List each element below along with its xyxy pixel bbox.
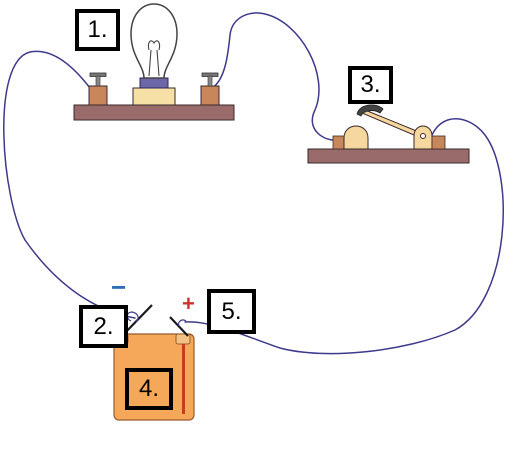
- switch-pivot-pin: [420, 133, 426, 139]
- battery-body: [113, 333, 195, 421]
- bulb-base-board: [73, 104, 235, 121]
- label-positive-terminal: 5.: [207, 289, 256, 334]
- bulb-left-terminal: [88, 72, 108, 106]
- bulb-cap: [139, 77, 169, 89]
- label-bulb: 1.: [75, 9, 120, 51]
- positive-sign: +: [182, 291, 195, 316]
- battery-side-stripe: [182, 344, 185, 414]
- switch-knob-icon: [356, 104, 384, 117]
- switch-assembly: [307, 104, 470, 164]
- light-bulb-icon: [130, 3, 178, 79]
- wire-bulb-to-battery: [3, 50, 136, 319]
- wire-bulb-to-switch: [211, 12, 339, 141]
- bulb-assembly: [73, 3, 235, 121]
- switch-right-terminal: [431, 135, 446, 150]
- bulb-filament: [147, 40, 161, 77]
- positive-terminal-lead: [169, 316, 189, 337]
- battery-assembly: [113, 304, 195, 421]
- bulb-socket: [132, 87, 176, 106]
- bulb-right-terminal: [200, 72, 220, 106]
- label-battery: 4.: [125, 368, 173, 410]
- switch-contact: [343, 125, 369, 150]
- negative-sign: −: [111, 272, 127, 302]
- wire-switch-to-battery: [184, 118, 504, 355]
- label-negative-terminal: 2.: [79, 305, 128, 348]
- label-switch: 3.: [348, 66, 393, 104]
- wires: [3, 12, 504, 355]
- switch-base-board: [307, 148, 470, 164]
